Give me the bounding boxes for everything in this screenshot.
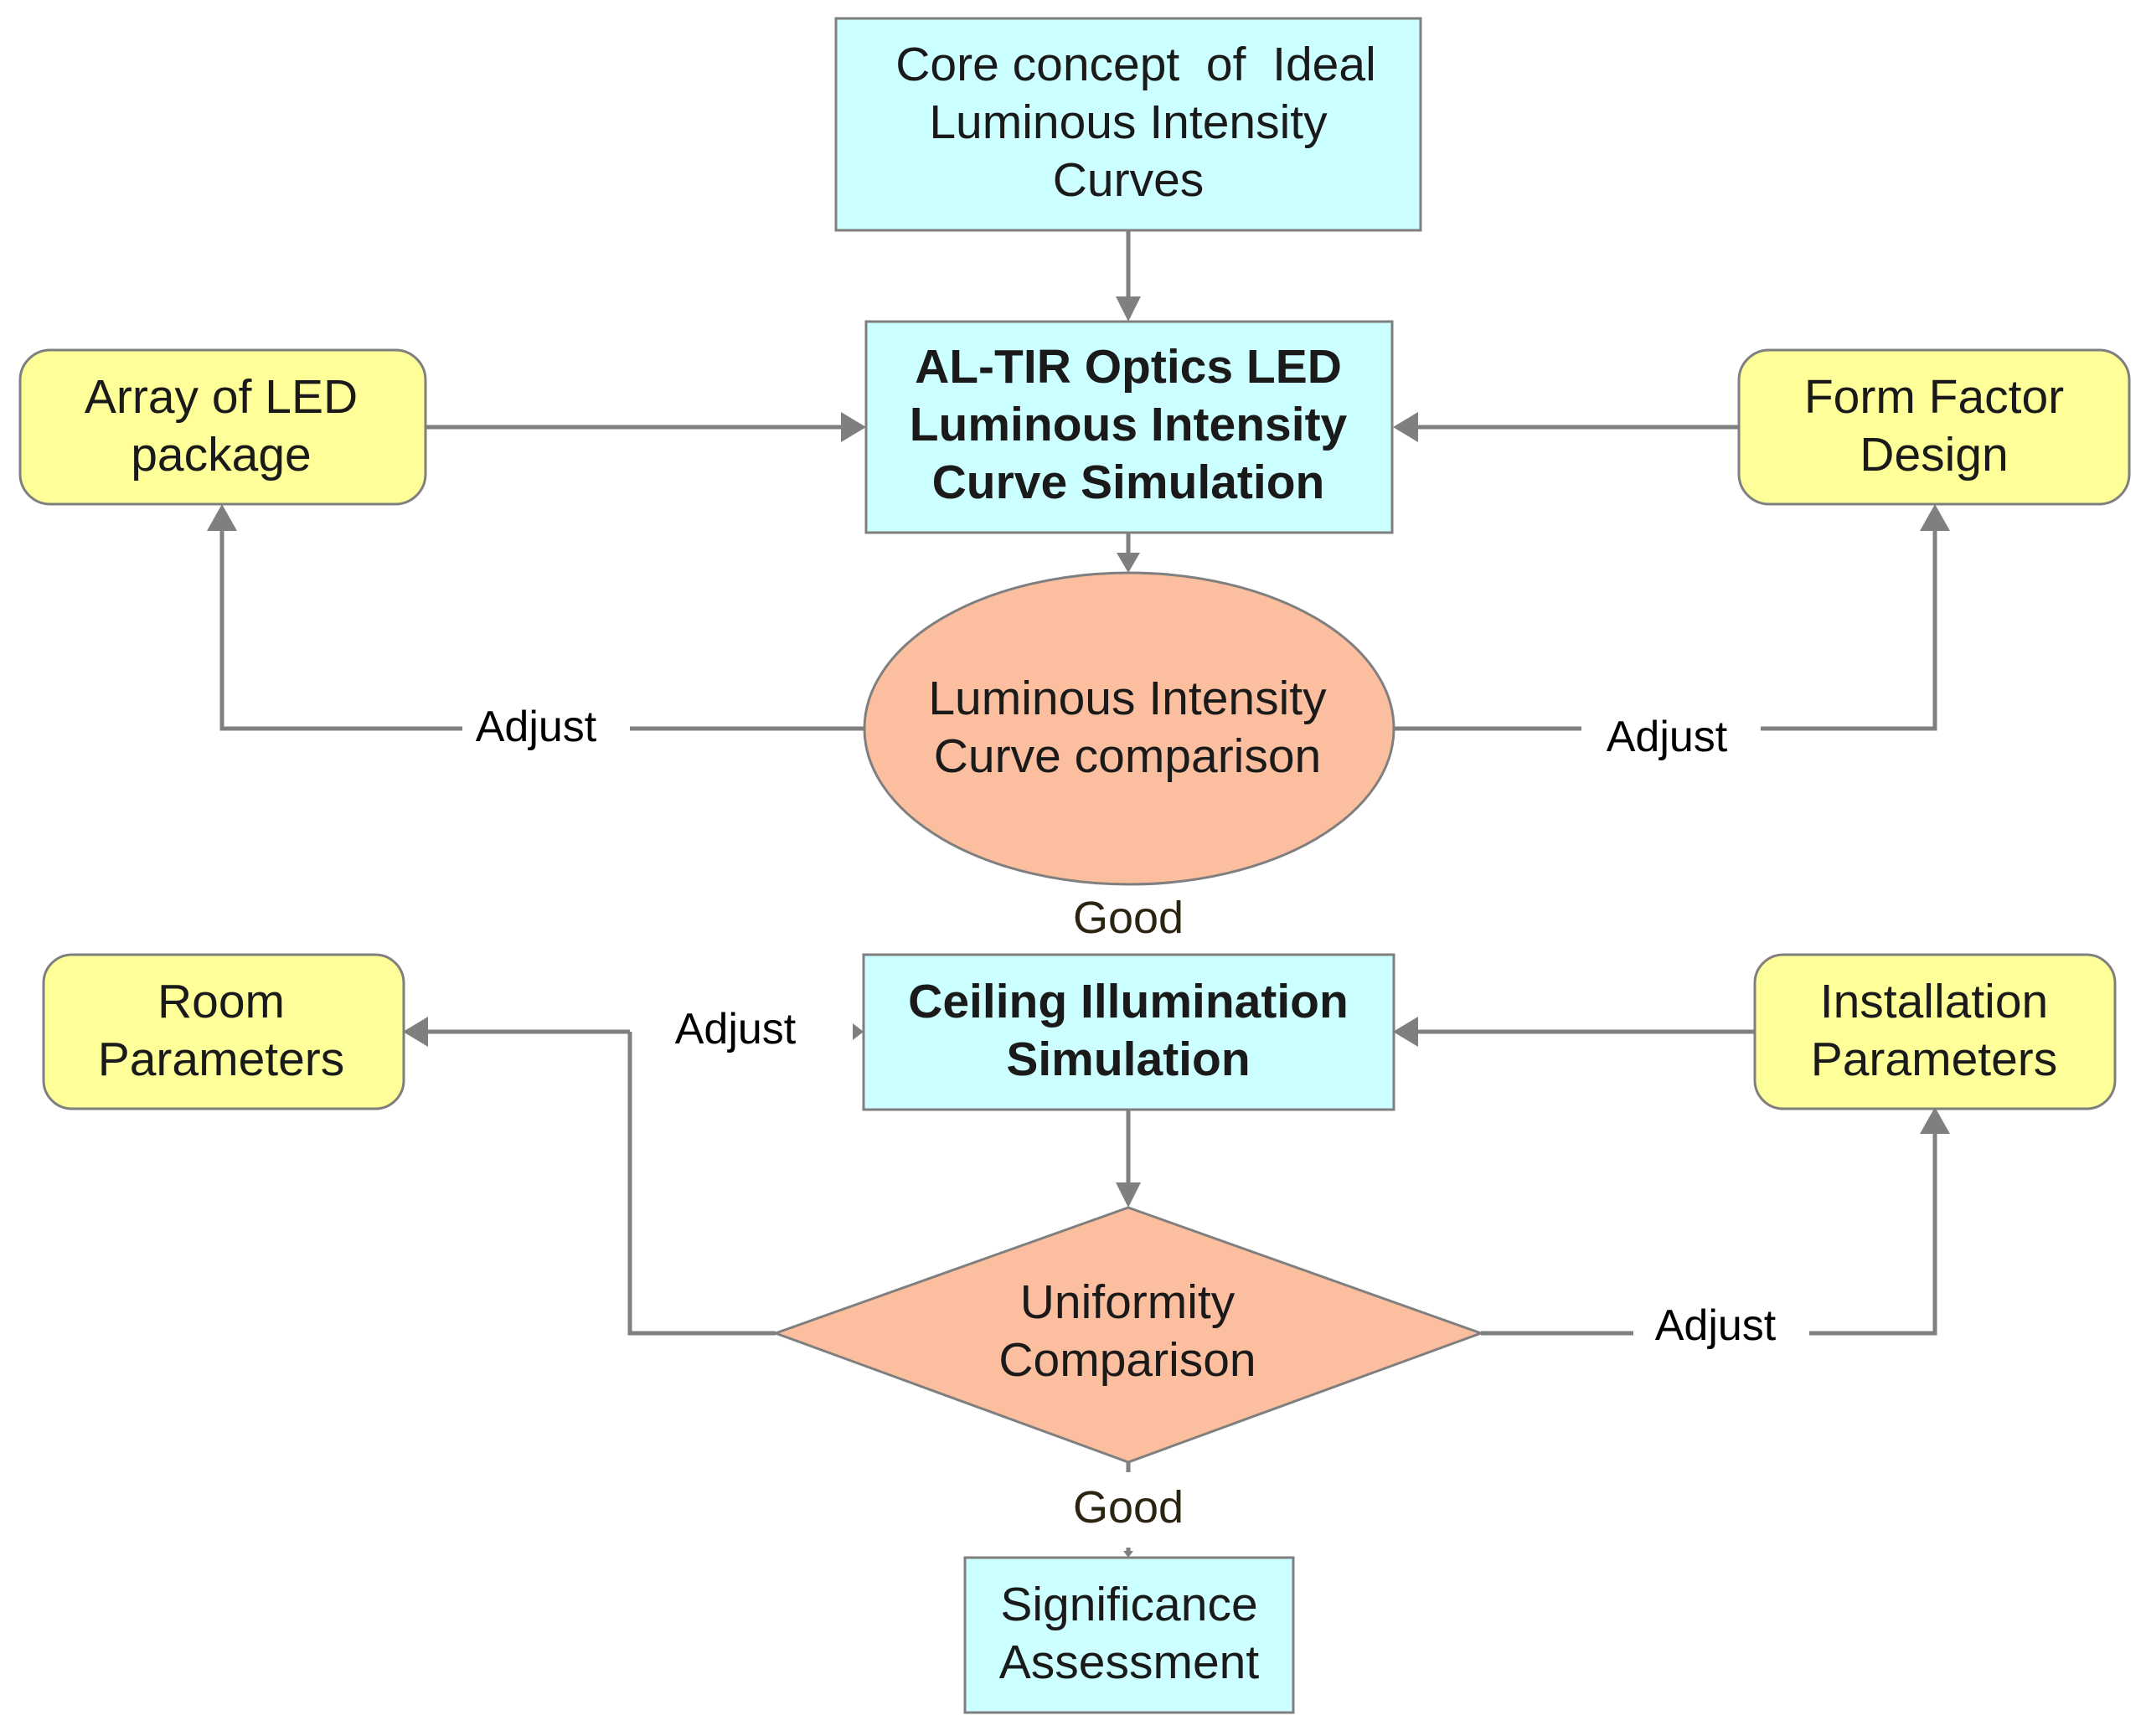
adjust-label-upper-left: Adjust	[476, 703, 597, 751]
significance-box	[963, 1556, 1295, 1714]
node-array-led: Array of LED package	[18, 348, 427, 506]
arrowhead-up-icon	[207, 504, 237, 531]
room-params-line-2: Parameters	[98, 1033, 345, 1086]
edge-labels: Adjust Adjust Good Adjust Adjust Good	[476, 703, 1777, 1533]
node-ceiling-simulation: Ceiling Illumination Simulation	[862, 953, 1395, 1111]
connectors	[207, 230, 1950, 1558]
room-params-box	[42, 953, 405, 1110]
node-installation-params: Installation Parameters	[1753, 953, 2117, 1110]
core-concept-line-3: Curves	[1053, 153, 1205, 207]
core-concept-line-2: Luminous Intensity	[929, 95, 1328, 149]
arrowhead-down-icon	[1116, 296, 1141, 322]
array-led-box	[18, 348, 427, 506]
intensity-comparison-line-1: Luminous Intensity	[928, 672, 1327, 725]
array-led-line-1: Array of LED	[85, 370, 358, 424]
array-led-line-2: package	[131, 428, 312, 482]
arrowhead-left-icon	[1393, 1017, 1418, 1047]
room-params-line-1: Room	[157, 975, 285, 1028]
arrowhead-down-icon	[1117, 553, 1140, 573]
ceiling-simulation-line-2: Simulation	[1006, 1033, 1250, 1086]
edge-uniformity-to-installation-return	[1809, 1132, 1937, 1336]
core-concept-box	[834, 17, 1422, 232]
good-label-lower: Good	[1073, 1482, 1184, 1533]
form-factor-box	[1737, 348, 2131, 506]
edge-comparison-to-formfactor-return	[1761, 529, 1937, 731]
intensity-comparison-ellipse	[863, 571, 1395, 886]
node-core-concept: Core concept of Ideal Luminous Intensity…	[834, 17, 1422, 232]
edge-uniformity-to-room	[627, 1032, 776, 1336]
ceiling-simulation-box	[862, 953, 1395, 1111]
arrowhead-down-small-icon	[1123, 1551, 1133, 1558]
edge-comparison-to-array-return	[219, 529, 462, 731]
altir-simulation-line-3: Curve Simulation	[932, 456, 1325, 509]
form-factor-line-1: Form Factor	[1804, 370, 2064, 424]
uniformity-comparison-line-1: Uniformity	[1020, 1275, 1235, 1329]
arrowhead-right-small-icon	[853, 1023, 864, 1040]
node-uniformity-comparison: Uniformity Comparison	[771, 1206, 1485, 1464]
adjust-label-lower-right: Adjust	[1655, 1301, 1777, 1350]
node-form-factor: Form Factor Design	[1737, 348, 2131, 506]
installation-params-line-2: Parameters	[1811, 1033, 2058, 1086]
arrowhead-up-icon	[1920, 504, 1950, 531]
arrowhead-left-icon	[1393, 412, 1418, 442]
arrowhead-down-icon	[1116, 1182, 1141, 1208]
significance-line-2: Assessment	[999, 1636, 1260, 1689]
altir-simulation-box	[864, 320, 1394, 534]
installation-params-box	[1753, 953, 2117, 1110]
arrowhead-up-icon	[1920, 1107, 1950, 1134]
uniformity-comparison-line-2: Comparison	[998, 1333, 1256, 1387]
node-significance: Significance Assessment	[963, 1556, 1295, 1714]
intensity-comparison-line-2: Curve comparison	[934, 729, 1322, 783]
ceiling-simulation-line-1: Ceiling Illumination	[908, 975, 1349, 1028]
adjust-label-upper-right: Adjust	[1607, 713, 1728, 761]
arrowhead-right-icon	[841, 412, 866, 442]
adjust-label-lower-left: Adjust	[675, 1005, 797, 1053]
uniformity-comparison-diamond	[771, 1206, 1485, 1464]
form-factor-line-2: Design	[1860, 428, 2008, 482]
good-label-upper: Good	[1073, 893, 1184, 943]
altir-simulation-line-1: AL-TIR Optics LED	[915, 340, 1342, 394]
core-concept-line-1: Core concept of Ideal	[895, 38, 1376, 91]
node-room-params: Room Parameters	[42, 953, 405, 1110]
node-intensity-comparison: Luminous Intensity Curve comparison	[863, 571, 1395, 886]
node-altir-simulation: AL-TIR Optics LED Luminous Intensity Cur…	[864, 320, 1394, 534]
significance-line-1: Significance	[1000, 1578, 1257, 1631]
installation-params-line-1: Installation	[1820, 975, 2049, 1028]
altir-simulation-line-2: Luminous Intensity	[910, 398, 1348, 451]
arrowhead-left-icon	[403, 1017, 428, 1047]
